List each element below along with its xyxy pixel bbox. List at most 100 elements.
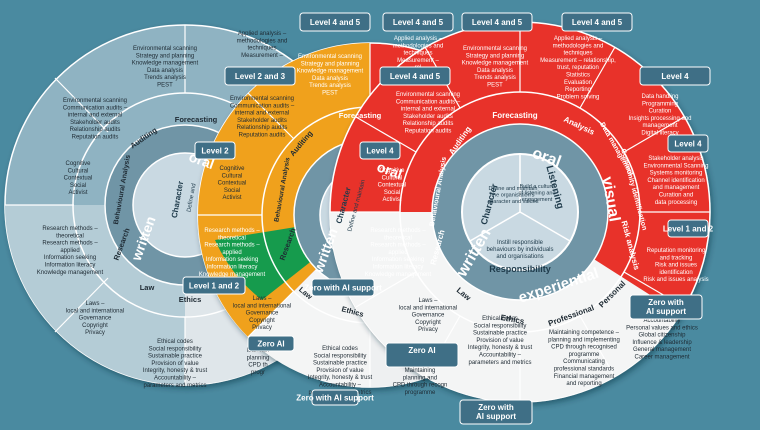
middle-law-items: Laws –local and internationalGovernanceC… <box>233 296 291 331</box>
back-research-items-line: Information literacy <box>45 263 96 269</box>
front-law-items: Laws –local and internationalGovernanceC… <box>399 298 457 333</box>
middle-ethics-items-line: Social responsibility <box>314 353 367 359</box>
level-pill-text: Level 4 <box>661 72 689 81</box>
middle-auditing-items-line: Reputation audits <box>239 133 286 139</box>
level-pill-bg <box>459 399 533 425</box>
back-analysis-items: Applied analysis –methodologies andtechn… <box>237 31 288 59</box>
level-pill-bg <box>247 335 295 352</box>
level-pill-text: Level 4 and 5 <box>390 72 441 81</box>
middle-auditing-items-line: Relationship audits <box>237 125 288 131</box>
back-behaviour-items-line: Cognitive <box>65 161 91 167</box>
middle-auditing-items-line: Communication audits – <box>230 103 295 109</box>
middle-professional-items-line: programme <box>405 390 436 396</box>
middle-professional-items-line: Maintaining <box>405 368 436 374</box>
front-forecasting-items-line: Data analysis <box>477 68 513 74</box>
front-behaviour-items-line: Activist <box>382 197 401 203</box>
front-ethics-items-line: Integrity, honesty & trust <box>468 345 533 351</box>
front-auditing-items-line: Reputation audits <box>405 129 452 135</box>
middle-analysis-items-line: Measurement – <box>397 58 439 64</box>
front-law-items-line: Copyright <box>415 320 441 326</box>
front-forecasting-items-line: Environmental scanning <box>463 46 527 52</box>
back-law-items-line: Copyright <box>82 323 108 329</box>
middle-law-items-line: Governance <box>246 311 279 317</box>
front-analysis-items-line: Reporting <box>565 87 591 93</box>
front-personal-items-line: Accountability <box>643 318 680 324</box>
level-pill-text: Level 4 and 5 <box>310 18 361 27</box>
front-responsibility-desc-block-line: and organisations <box>496 254 543 260</box>
back-behaviour-items-line: Contextual <box>64 176 93 182</box>
front-data-items-line: Insights processing and <box>628 116 691 122</box>
level-pill-bg <box>667 219 709 238</box>
back-professional-items-line: CPD th <box>248 363 267 369</box>
front-core-dividers <box>469 154 571 242</box>
back-behaviour-items-line: Social <box>70 183 86 189</box>
level-pill-bg <box>382 12 454 32</box>
level-pill-text: Level 4 and 5 <box>472 18 523 27</box>
front-analysis-items-line: Measurement – relationship, <box>540 58 616 64</box>
level-pill-bg <box>182 276 246 295</box>
front-behaviour-items-line: Cognitive <box>379 168 405 174</box>
back-ethics-items-line: Integrity, honesty & trust <box>143 368 208 374</box>
front-label-ethics: Ethics <box>500 313 526 326</box>
level-pill: Level 4 and 5 <box>461 12 533 32</box>
front-data-items-line: Programming <box>642 101 678 107</box>
front-risk-items-line: Reputation monitoring <box>647 248 706 254</box>
front-auditing-items-line: Relationship audits <box>403 121 454 127</box>
front-risk-items-line: identification <box>659 270 692 276</box>
level-pill: Zero with AI support <box>296 389 374 406</box>
front-listening-desc-block-line: Build a culture <box>520 184 555 190</box>
middle-ethics-items-line: Accountability – <box>319 383 362 389</box>
middle-label-forecasting: Forecasting <box>339 111 382 120</box>
back-auditing-items-line: Communication audits – <box>63 105 128 111</box>
back-auditing-items-line: internal and external <box>68 113 122 119</box>
front-behaviour-items-line: Social <box>384 190 400 196</box>
back-ethics-items-line: Accountability – <box>154 376 197 382</box>
level-pill: Level 4 and 5 <box>379 66 451 86</box>
level-pill: Level 4 and 5 <box>382 12 454 32</box>
back-law-items-line: Laws – <box>85 301 105 307</box>
front-risk-items-line: Risk and issues analysis <box>643 277 708 283</box>
front-data-items-line: Curation <box>649 109 672 115</box>
front-research-items-line: applied <box>388 250 407 256</box>
front-character-desc-block-line: Define and maintain <box>489 186 538 192</box>
front-personal-items-line: Career management <box>634 355 689 361</box>
middle-auditing-items-line: Stakeholder audits <box>237 118 287 124</box>
back-professional-items-line: planning <box>247 355 270 361</box>
front-listening-desc-block-line: engagement <box>522 197 553 203</box>
middle-behaviour-items-line: Social <box>224 188 240 194</box>
front-research-items-line: Research methods – <box>370 243 426 249</box>
back-auditing-items-line: Environmental scanning <box>63 98 127 104</box>
front-research-items-line: Research methods – <box>370 228 426 234</box>
front-auditing-items-line: Stakeholder audits <box>403 114 453 120</box>
middle-forecasting-items-line: Environmental scanning <box>298 54 362 60</box>
middle-ethics-items-line: Integrity, honesty & trust <box>308 375 373 381</box>
level-pill-bg <box>311 278 375 297</box>
front-personal-items-line: General management <box>633 347 691 353</box>
middle-law-items-line: local and international <box>233 303 291 309</box>
back-auditing-items-line: Relationship audits <box>70 127 121 133</box>
back-character-desc: Define and <box>187 183 198 213</box>
back-analysis-items-line: Measurement – <box>241 53 283 59</box>
front-responsibility: Responsibility <box>489 264 551 274</box>
middle-forecasting-items-line: Data analysis <box>312 76 348 82</box>
level-pill-text: Zero AI <box>408 346 435 355</box>
front-personal-items-line: Global citizenship <box>638 333 686 339</box>
level-pill-bg <box>461 12 533 32</box>
middle-ethics-items-line: Sustainable practice <box>313 361 368 367</box>
middle-analysis-items-line: Applied analysis – <box>394 36 443 42</box>
back-forecasting-items-line: PEST <box>157 83 173 89</box>
front-professional-items-line: CPD through recognised <box>551 345 617 351</box>
back-forecasting-items-line: Strategy and planning <box>136 53 194 59</box>
back-law-items-line: Privacy <box>85 330 105 336</box>
front-data-items-line: management <box>642 123 677 129</box>
back-ethics-items-line: Provision of value <box>151 361 199 367</box>
middle-forecasting-items-line: PEST <box>322 91 338 97</box>
middle-forecasting-items-line: Strategy and planning <box>301 61 359 67</box>
